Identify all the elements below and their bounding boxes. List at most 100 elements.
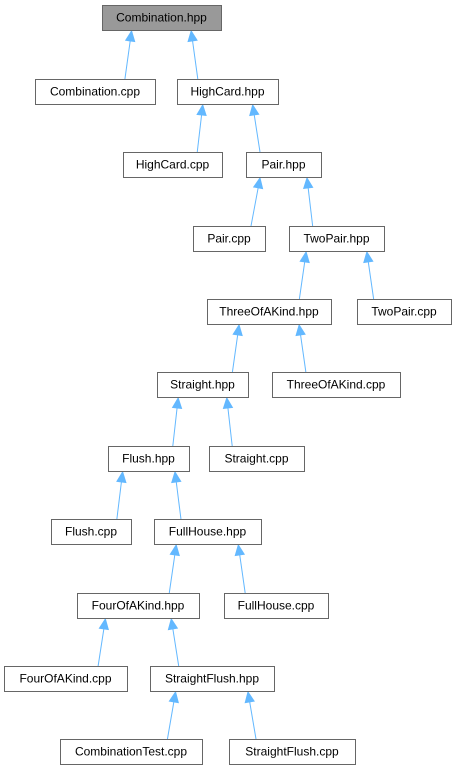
node-box	[357, 299, 452, 325]
node-label: TwoPair.hpp	[303, 232, 369, 246]
edge-line	[253, 114, 261, 153]
node-straight-cpp[interactable]: Straight.cpp	[209, 446, 305, 472]
edge-highcard-cpp-to-highcard-hpp	[196, 103, 207, 153]
edge-arrowhead	[171, 396, 183, 410]
node-label: HighCard.hpp	[190, 85, 264, 99]
edge-arrowhead	[232, 323, 243, 337]
node-box	[209, 446, 305, 472]
node-box	[177, 79, 279, 105]
node-box	[229, 739, 356, 765]
edge-flush-cpp-to-flush-hpp	[116, 470, 127, 520]
node-label: ThreeOfAKind.cpp	[287, 378, 386, 392]
node-twopair-hpp[interactable]: TwoPair.hpp	[289, 226, 385, 252]
node-threeofakind-hpp[interactable]: ThreeOfAKind.hpp	[207, 299, 332, 325]
edge-straightflush-hpp-to-fourofakind-hpp	[167, 617, 180, 667]
node-box	[150, 666, 275, 692]
edge-fourofakind-cpp-to-fourofakind-hpp	[97, 617, 109, 667]
edge-fullhouse-hpp-to-flush-hpp	[171, 470, 182, 520]
edge-twopair-hpp-to-pair-hpp	[302, 176, 314, 227]
node-combinationtest-cpp[interactable]: CombinationTest.cpp	[60, 739, 203, 765]
edge-line	[166, 701, 175, 740]
node-highcard-cpp[interactable]: HighCard.cpp	[123, 152, 223, 178]
node-fullhouse-hpp[interactable]: FullHouse.hpp	[154, 519, 262, 545]
node-box	[123, 152, 223, 178]
node-threeofakind-cpp[interactable]: ThreeOfAKind.cpp	[272, 372, 401, 398]
node-box	[207, 299, 332, 325]
node-box	[108, 446, 190, 472]
node-pair-hpp[interactable]: Pair.hpp	[246, 152, 322, 178]
edge-arrowhead	[169, 543, 180, 557]
edge-threeofakind-cpp-to-threeofakind-hpp	[295, 323, 307, 373]
edge-line	[168, 554, 176, 594]
edge-arrowhead	[299, 250, 310, 264]
node-label: FourOfAKind.cpp	[19, 672, 111, 686]
edge-line	[231, 334, 239, 373]
node-fourofakind-hpp[interactable]: FourOfAKind.hpp	[77, 593, 200, 619]
edge-arrowhead	[168, 690, 179, 704]
edges-layer	[97, 29, 375, 740]
edge-twopair-cpp-to-twopair-hpp	[363, 250, 375, 300]
node-label: Flush.cpp	[65, 525, 117, 539]
edge-line	[239, 554, 246, 594]
node-label: FourOfAKind.hpp	[92, 599, 185, 613]
edge-arrowhead	[302, 176, 314, 190]
node-straightflush-cpp[interactable]: StraightFlush.cpp	[229, 739, 356, 765]
node-fourofakind-cpp[interactable]: FourOfAKind.cpp	[4, 666, 128, 692]
node-box	[77, 593, 200, 619]
node-flush-hpp[interactable]: Flush.hpp	[108, 446, 190, 472]
edge-arrowhead	[171, 470, 182, 484]
node-label: Combination.hpp	[116, 11, 207, 25]
edge-fourofakind-hpp-to-fullhouse-hpp	[168, 543, 180, 594]
node-box	[60, 739, 203, 765]
node-label: FullHouse.cpp	[238, 599, 315, 613]
edge-arrowhead	[98, 617, 109, 631]
edge-arrowhead	[116, 470, 127, 484]
node-box	[157, 372, 249, 398]
edge-line	[307, 187, 314, 227]
node-box	[224, 593, 329, 619]
edge-arrowhead	[244, 690, 255, 704]
edge-straight-cpp-to-straight-hpp	[222, 396, 234, 447]
edge-line	[116, 481, 122, 520]
edge-line	[172, 628, 180, 667]
node-box	[272, 372, 401, 398]
node-box	[154, 519, 262, 545]
node-box	[4, 666, 128, 692]
node-label: ThreeOfAKind.hpp	[219, 305, 319, 319]
node-box	[102, 5, 222, 31]
edge-arrowhead	[363, 250, 374, 264]
edge-flush-hpp-to-straight-hpp	[171, 396, 183, 447]
node-label: HighCard.cpp	[136, 158, 210, 172]
edge-straight-hpp-to-threeofakind-hpp	[231, 323, 243, 373]
edge-line	[300, 334, 307, 373]
node-combination-cpp[interactable]: Combination.cpp	[35, 79, 156, 105]
node-label: Flush.hpp	[122, 452, 175, 466]
edge-highcard-hpp-to-combination-hpp	[187, 29, 199, 80]
node-highcard-hpp[interactable]: HighCard.hpp	[177, 79, 279, 105]
node-label: Straight.cpp	[224, 452, 288, 466]
node-straight-hpp[interactable]: Straight.hpp	[157, 372, 249, 398]
edge-arrowhead	[167, 617, 179, 631]
edge-arrowhead	[222, 396, 234, 410]
edge-straightflush-cpp-to-straightflush-hpp	[244, 690, 257, 740]
edge-pair-hpp-to-highcard-hpp	[249, 103, 261, 153]
node-label: StraightFlush.hpp	[165, 672, 259, 686]
edge-line	[97, 628, 105, 667]
node-label: Pair.hpp	[261, 158, 305, 172]
node-twopair-cpp[interactable]: TwoPair.cpp	[357, 299, 452, 325]
edge-threeofakind-hpp-to-twopair-hpp	[298, 250, 310, 300]
node-label: FullHouse.hpp	[169, 525, 247, 539]
node-combination-hpp[interactable]: Combination.hpp	[102, 5, 222, 31]
node-pair-cpp[interactable]: Pair.cpp	[193, 226, 266, 252]
edge-arrowhead	[124, 29, 136, 43]
edge-line	[172, 407, 178, 447]
node-fullhouse-cpp[interactable]: FullHouse.cpp	[224, 593, 329, 619]
edge-arrowhead	[196, 103, 207, 117]
node-label: TwoPair.cpp	[371, 305, 437, 319]
node-straightflush-hpp[interactable]: StraightFlush.hpp	[150, 666, 275, 692]
node-box	[193, 226, 266, 252]
edge-line	[298, 261, 306, 300]
node-box	[35, 79, 156, 105]
node-flush-cpp[interactable]: Flush.cpp	[51, 519, 132, 545]
